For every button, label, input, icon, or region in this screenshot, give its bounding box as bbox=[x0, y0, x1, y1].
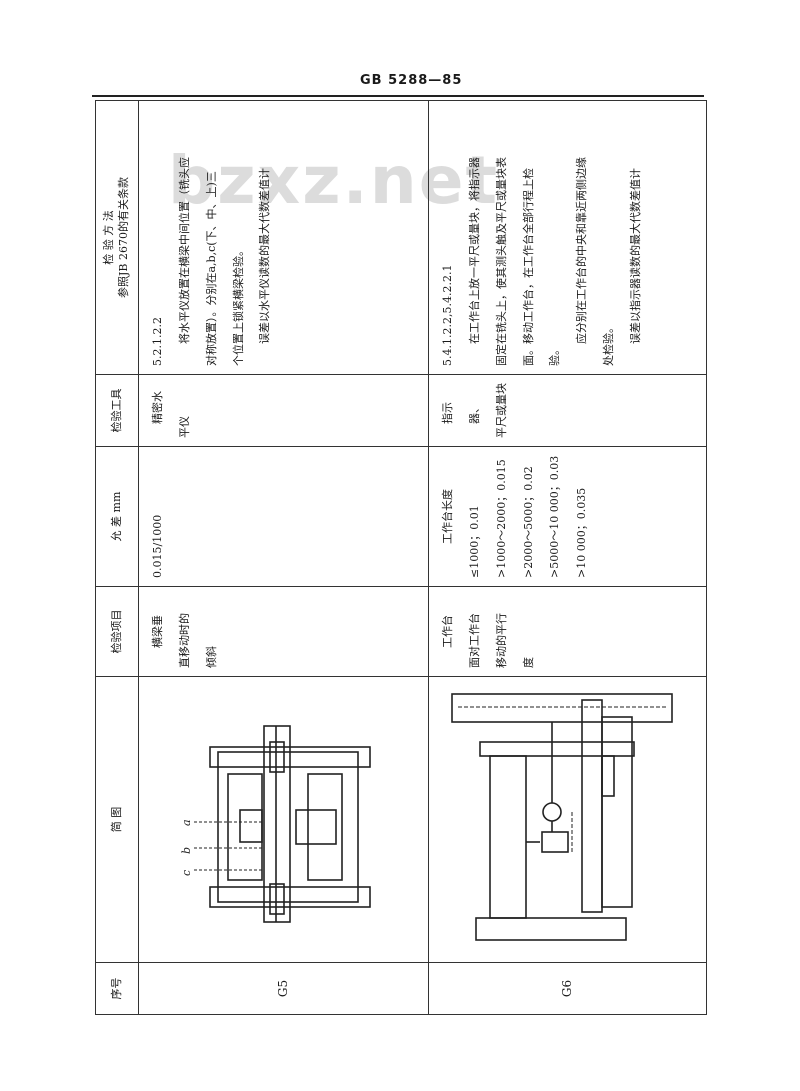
tolerance: 0.015/1000 bbox=[138, 446, 429, 587]
diagram-g5: c b a bbox=[138, 676, 429, 963]
label-a: a bbox=[180, 819, 193, 826]
col-header-id: 序号 bbox=[95, 962, 139, 1015]
header-rule bbox=[92, 95, 704, 97]
col-header-tool: 检验工具 bbox=[95, 374, 139, 447]
inspection-method: 5.2.1.2.2 将水平仪放置在横梁中间位置（铣头应 对称放置）。分别在a,b… bbox=[138, 100, 429, 375]
label-c: c bbox=[180, 870, 193, 876]
row-id: G6 bbox=[428, 962, 707, 1015]
inspection-table: 序号 简 图 检验项目 允 差 mm 检验工具 检 验 方 法 参照JB 267… bbox=[95, 100, 707, 1015]
crossbeam-level-diagram-icon: c b a bbox=[180, 725, 371, 923]
watermark: bzxz.net bbox=[168, 142, 500, 219]
row-id: G5 bbox=[138, 962, 429, 1015]
standard-header: GB 5288—85 bbox=[360, 73, 463, 88]
tolerance: 工作台长度 ≤1000；0.01 >1000～2000；0.015 >2000～… bbox=[428, 446, 707, 587]
col-header-tolerance: 允 差 mm bbox=[95, 446, 139, 587]
col-header-item: 检验项目 bbox=[95, 586, 139, 677]
inspection-tool: 精密水 平仪 bbox=[138, 374, 429, 447]
label-b: b bbox=[180, 847, 193, 854]
table-parallelism-diagram-icon bbox=[451, 693, 673, 941]
inspection-item: 横梁垂 直移动时的 倾斜 bbox=[138, 586, 429, 677]
diagram-g6 bbox=[428, 676, 707, 963]
table-header-row: 序号 简 图 检验项目 允 差 mm 检验工具 检 验 方 法 参照JB 267… bbox=[95, 100, 139, 1015]
inspection-tool: 指示器、 平尺或量块 bbox=[428, 374, 707, 447]
inspection-item: 工作台 面对工作台 移动的平行 度 bbox=[428, 586, 707, 677]
inspection-method: 5.4.1.2.2,5.4.2.2.1 在工作台上放一平尺或量块，将指示器 固定… bbox=[428, 100, 707, 375]
table-row: G5 bbox=[138, 100, 429, 1015]
col-header-diagram: 简 图 bbox=[95, 676, 139, 963]
col-header-method: 检 验 方 法 参照JB 2670的有关条款 bbox=[95, 100, 139, 375]
table-row: G6 bbox=[428, 100, 707, 1015]
inspection-table-rotated: 序号 简 图 检验项目 允 差 mm 检验工具 检 验 方 法 参照JB 267… bbox=[95, 100, 707, 1015]
